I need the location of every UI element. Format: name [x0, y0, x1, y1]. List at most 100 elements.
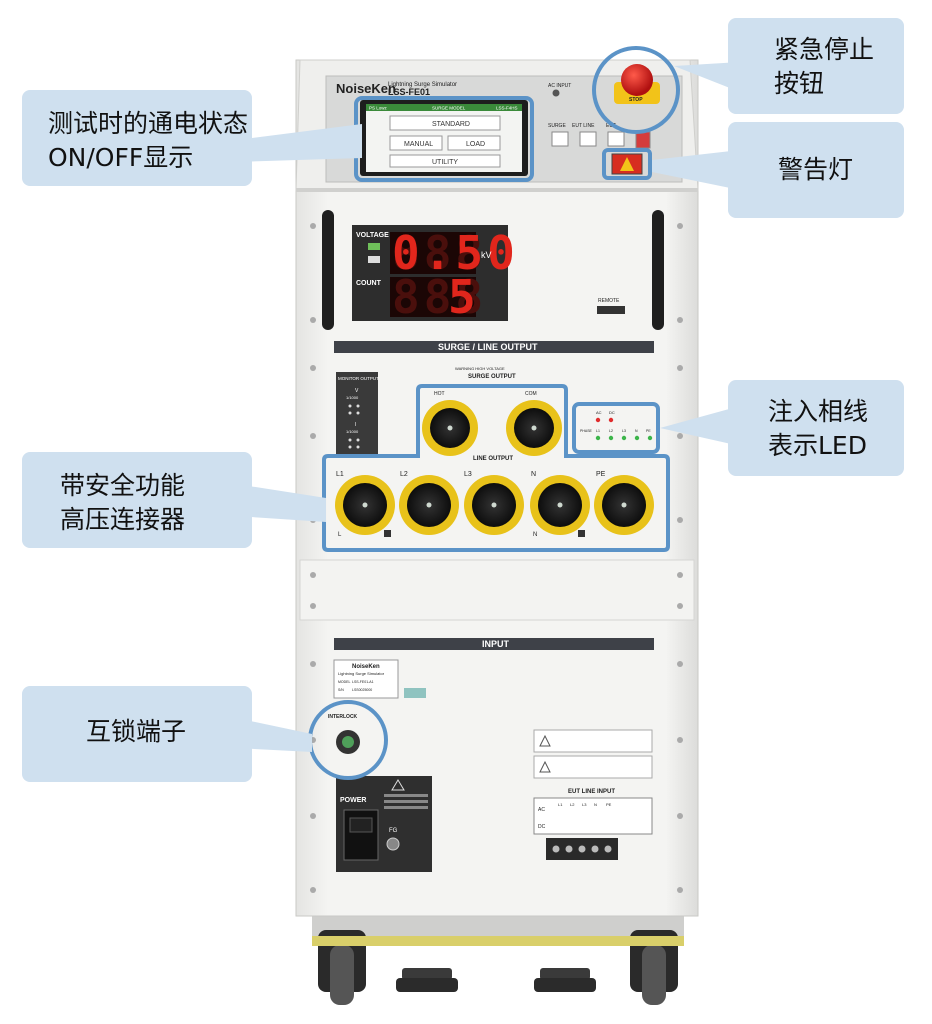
svg-text:L1: L1	[596, 429, 600, 433]
callout-pointer	[236, 484, 326, 522]
svg-text:REMOTE: REMOTE	[598, 298, 620, 304]
front-button-surge[interactable]: SURGE	[548, 123, 569, 147]
callout-phase-led: 注入相线 表示LED	[660, 380, 904, 476]
power-panel: POWER FG	[336, 776, 432, 872]
svg-text:L2: L2	[570, 802, 575, 807]
surge-com-connector[interactable]	[506, 400, 562, 456]
lcd-standard-button[interactable]: STANDARD	[389, 115, 501, 131]
line-n-label: N	[531, 471, 536, 478]
surge-warning-label: WARNING HIGH VOLTAGE	[455, 366, 505, 371]
eut-terminal-block[interactable]	[546, 838, 618, 860]
fg-terminal[interactable]	[386, 837, 400, 851]
lcd-manual-button[interactable]: MANUAL	[389, 135, 443, 151]
svg-text:L1: L1	[558, 802, 563, 807]
svg-text:I: I	[355, 422, 356, 428]
voltage-value: 0.50	[392, 226, 519, 280]
callout-pointer	[674, 62, 740, 92]
svg-text:S/N: S/N	[338, 688, 344, 692]
front-button-eut-line[interactable]: EUT LINE	[572, 123, 597, 147]
blank-panel	[299, 559, 695, 621]
line-l3-connector[interactable]	[464, 475, 524, 535]
line-l-minor-label: L	[338, 532, 342, 538]
svg-text:LSS0025000: LSS0025000	[352, 688, 372, 692]
svg-text:SURGE / LINE OUTPUT: SURGE / LINE OUTPUT	[438, 342, 538, 352]
plus-marker	[384, 530, 391, 537]
line-pe-label: PE	[596, 471, 606, 478]
voltage-label: VOLTAGE	[356, 232, 389, 239]
ac-input-indicator	[552, 89, 560, 97]
surge-hot-connector[interactable]	[422, 400, 478, 456]
line-n-connector[interactable]	[530, 475, 590, 535]
warning-sticker-lower	[533, 755, 653, 779]
brand-logo: NoiseKen	[336, 81, 396, 96]
interlock-terminal[interactable]	[336, 730, 360, 754]
line-output-label: LINE OUTPUT	[473, 456, 513, 462]
highlight-phase-led	[572, 402, 660, 454]
callout-hv-connector-line2: 高压连接器	[60, 505, 185, 534]
svg-text:MANUAL: MANUAL	[404, 141, 433, 148]
lcd-touchscreen[interactable]: PS Lowz SURGE MODEL LSS-F4HS STANDARD MA…	[360, 100, 528, 176]
left-handle	[322, 210, 334, 330]
line-pe-connector[interactable]	[594, 475, 654, 535]
svg-text:AC: AC	[538, 807, 545, 813]
callout-estop-line2: 按钮	[774, 69, 824, 98]
line-l1-label: L1	[336, 471, 344, 478]
highlight-hv-connectors	[322, 384, 670, 552]
callout-interlock: 互锁端子	[22, 686, 312, 782]
red-indicator-button[interactable]	[635, 131, 651, 149]
ac-input-label: AC INPUT	[548, 83, 571, 89]
svg-text:SURGE: SURGE	[548, 123, 566, 129]
callout-hv-connector-line1: 带安全功能	[60, 471, 185, 500]
highlight-estop	[592, 46, 680, 134]
line-l3-label: L3	[464, 471, 472, 478]
surge-hot-label: HOT	[434, 391, 445, 397]
lcd-status-right: LSS-F4HS	[496, 106, 518, 111]
svg-text:L3: L3	[582, 802, 587, 807]
callout-phase-led-line2: 表示LED	[768, 431, 867, 460]
caster-base	[312, 912, 684, 1005]
lcd-status-left: PS Lowz	[369, 106, 388, 111]
voltage-count-display: VOLTAGE COUNT 888 0.50 kV 888 5	[352, 225, 519, 324]
emergency-stop-button[interactable]: STOP	[614, 64, 660, 104]
svg-text:MODEL: MODEL	[338, 680, 351, 684]
interlock-label: INTERLOCK	[328, 714, 358, 720]
svg-text:EUT LINE: EUT LINE	[572, 123, 595, 129]
product-subtitle: Lightning Surge Simulator	[388, 82, 457, 88]
callout-warning-lamp: 警告灯	[652, 122, 904, 218]
callout-warning-lamp-text: 警告灯	[778, 155, 853, 184]
svg-text:NoiseKen: NoiseKen	[352, 664, 380, 670]
svg-text:888: 888	[392, 226, 487, 280]
callout-pointer	[660, 406, 740, 446]
svg-text:LSS-FE01-A1: LSS-FE01-A1	[352, 680, 374, 684]
panel-screws	[310, 223, 683, 893]
callout-phase-led-line1: 注入相线	[768, 397, 868, 426]
surge-simulator-cabinet: NoiseKen Lightning Surge Simulator LSS-F…	[295, 59, 699, 1005]
svg-text:L3: L3	[622, 429, 626, 433]
line-l1-connector[interactable]	[335, 475, 395, 535]
callout-pointer	[236, 718, 312, 752]
line-n-minor-label: N	[533, 532, 537, 538]
remote-port[interactable]: REMOTE	[597, 298, 625, 314]
warning-sticker-upper	[533, 729, 653, 753]
svg-text:1/1000: 1/1000	[346, 395, 359, 400]
nameplate: NoiseKen Lightning Surge Simulator MODEL…	[333, 659, 399, 699]
callout-estop: 紧急停止 按钮	[674, 18, 904, 114]
line-l2-label: L2	[400, 471, 408, 478]
svg-text:V: V	[355, 388, 359, 394]
svg-text:PE: PE	[606, 802, 612, 807]
callout-power-state-line1: 测试时的通电状态	[48, 109, 248, 138]
count-value: 5	[448, 270, 480, 324]
input-bar	[334, 638, 654, 650]
line-l2-connector[interactable]	[399, 475, 459, 535]
phase-led-panel: AC DC PHASE L1 L2 L3 N PE	[580, 410, 653, 441]
lcd-load-button[interactable]: LOAD	[447, 135, 501, 151]
svg-text:LOAD: LOAD	[466, 141, 485, 148]
lcd-utility-button[interactable]: UTILITY	[389, 154, 501, 168]
svg-text:DC: DC	[538, 824, 546, 830]
model-name: LSS-FE01	[388, 87, 430, 97]
svg-text:1/1000: 1/1000	[346, 429, 359, 434]
surge-output-label: SURGE OUTPUT	[468, 374, 516, 380]
count-label: COUNT	[356, 280, 382, 287]
monitor-output-panel: MONITOR OUTPUT V 1/1000 I 1/1000	[336, 372, 379, 454]
surge-line-output-bar	[334, 341, 654, 353]
